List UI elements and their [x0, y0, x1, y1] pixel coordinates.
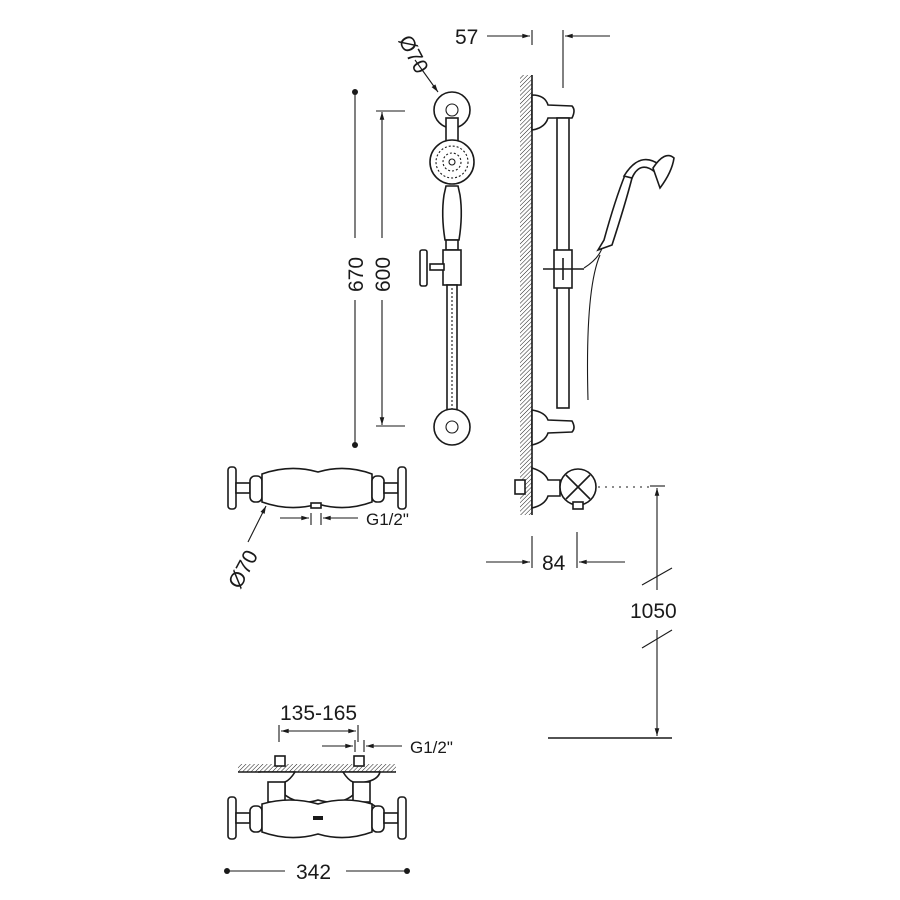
overall-height-label: 670: [345, 257, 368, 292]
hand-shower-handle: [441, 185, 463, 241]
top-diameter-label: Ø70: [394, 32, 433, 78]
front-valve-diameter-leader: [247, 505, 267, 543]
side-top-bracket: [531, 94, 575, 131]
side-bottom-bracket: [531, 409, 575, 447]
front-rail-view: [419, 91, 475, 446]
shower-head: [429, 139, 475, 185]
wall: [520, 75, 532, 515]
bracket-spacing-dimension: 600: [372, 110, 405, 427]
side-valve: [531, 466, 561, 510]
bottom-bracket: [433, 408, 471, 446]
valve-projection-label: 84: [542, 552, 566, 575]
bracket-spacing-label: 600: [372, 257, 395, 292]
bottom-wall: [238, 764, 396, 772]
front-valve-thread-label: G1/2": [366, 510, 409, 529]
slider-knob: [419, 249, 428, 287]
mounting-height-label: 1050: [630, 600, 677, 623]
top-diameter-leader: [414, 59, 439, 93]
front-valve-diameter-label: Ø70: [224, 546, 263, 592]
front-valve-top: [227, 466, 407, 510]
side-shower-head: [652, 154, 675, 190]
valve-width-label: 342: [296, 861, 331, 884]
valve-projection-dimension: 84: [486, 532, 625, 575]
overall-height-dimension: 670: [345, 89, 368, 448]
inlet-spacing-label: 135-165: [280, 702, 357, 725]
rail-offset-dimension: 57: [455, 26, 610, 88]
mounting-height-dimension: 1050: [548, 485, 677, 739]
slider: [442, 249, 462, 286]
rail-offset-label: 57: [455, 26, 478, 49]
front-valve-thread-dimension: G1/2": [280, 510, 409, 529]
side-hose: [583, 244, 604, 401]
bottom-valve: [227, 755, 407, 840]
side-view: [514, 75, 675, 515]
valve-width-dimension: 342: [224, 861, 410, 884]
inlet-spacing-dimension: 135-165 G1/2": [278, 702, 453, 757]
valve-body: [261, 467, 373, 509]
bottom-valve-thread-label: G1/2": [410, 738, 453, 757]
side-hand-shower: [596, 173, 633, 252]
